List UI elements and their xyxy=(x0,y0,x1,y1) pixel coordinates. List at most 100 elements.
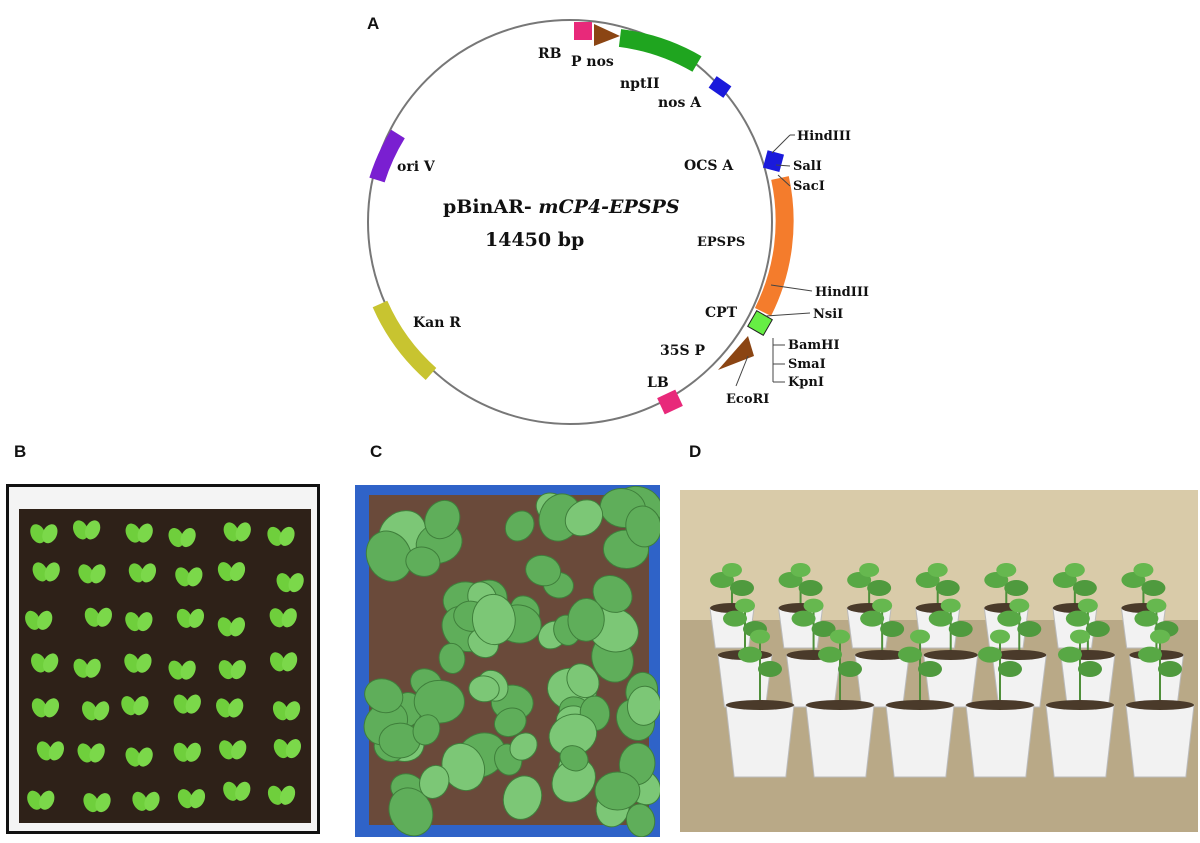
leaf xyxy=(625,803,656,837)
blue-tray-photo xyxy=(355,485,660,837)
seedling xyxy=(168,528,196,548)
leaf xyxy=(365,530,413,582)
seedling xyxy=(223,781,251,801)
leaf xyxy=(594,771,641,811)
nptii-segment xyxy=(618,29,702,72)
seedling xyxy=(125,523,153,543)
potted-plant xyxy=(885,629,955,778)
leaf xyxy=(412,714,441,746)
nsii-label: NsiI xyxy=(813,307,843,322)
seedling xyxy=(27,790,55,810)
cpt-label: CPT xyxy=(705,305,738,321)
seedling xyxy=(173,694,201,714)
seedling xyxy=(176,608,205,628)
leaf xyxy=(405,546,441,577)
nptii-label: nptII xyxy=(620,76,660,92)
seedling xyxy=(168,660,196,680)
leaf xyxy=(564,499,604,537)
seedling xyxy=(125,612,153,632)
panel-label-a: A xyxy=(367,14,380,33)
leaf xyxy=(567,598,605,642)
seedlings-b-illustration xyxy=(9,487,317,831)
seedling xyxy=(219,740,247,760)
seedling xyxy=(267,526,295,546)
seedling xyxy=(175,567,203,587)
leaf xyxy=(438,642,466,674)
leaf xyxy=(364,678,404,714)
leaf xyxy=(559,745,589,772)
leaf xyxy=(388,787,434,837)
potted-plant xyxy=(1128,598,1184,708)
plasmid-size: 14450 bp xyxy=(485,229,584,251)
nos-a-box xyxy=(708,76,732,98)
seedling xyxy=(269,652,298,672)
kan-r-segment xyxy=(372,300,437,380)
leaf xyxy=(509,732,538,761)
potted-plant xyxy=(786,598,842,708)
leaf xyxy=(551,758,596,803)
seedling xyxy=(31,653,59,673)
seedling xyxy=(218,660,246,680)
lb-box xyxy=(657,389,683,415)
rb-box xyxy=(574,22,592,40)
ecori-label: EcoRI xyxy=(726,392,769,407)
potted-plant xyxy=(1045,629,1115,778)
ocs-a-label: OCS A xyxy=(684,158,734,174)
rb-label: RB xyxy=(538,46,562,62)
seedling xyxy=(32,562,60,582)
potted-plant xyxy=(965,629,1035,778)
seedling xyxy=(77,743,105,763)
seedling xyxy=(83,793,111,813)
lb-label: LB xyxy=(647,375,669,391)
seedling xyxy=(177,789,206,809)
seedling xyxy=(216,698,244,718)
p-nos-arrow xyxy=(594,24,620,46)
seedling xyxy=(269,608,297,628)
panel-label-c: C xyxy=(370,442,383,461)
seedling xyxy=(121,696,149,716)
hindiii-top-label: HindIII xyxy=(797,129,851,144)
ori-v-label: ori V xyxy=(397,159,436,175)
panel-label-b: B xyxy=(14,442,27,461)
seedling xyxy=(125,747,153,767)
seedling xyxy=(217,562,246,582)
seedling xyxy=(36,741,64,761)
p-nos-label: P nos xyxy=(571,54,614,70)
seedling xyxy=(217,617,246,637)
cpt-box xyxy=(747,310,773,336)
kan-r-label: Kan R xyxy=(413,315,461,331)
potted-plant xyxy=(1125,629,1195,778)
sali-label: SalI xyxy=(793,159,822,174)
epsps-segment xyxy=(754,176,794,317)
seedling xyxy=(132,791,160,811)
seedling xyxy=(272,701,301,721)
seedling xyxy=(30,524,58,544)
plasmid-name: pBinAR- mCP4-EPSPS xyxy=(443,196,680,218)
seedling xyxy=(31,698,60,718)
plasmid-backbone xyxy=(367,19,773,425)
ocs-a-box xyxy=(762,150,785,173)
nos-a-label: nos A xyxy=(658,95,702,111)
smai-label: SmaI xyxy=(788,357,826,372)
plasmid-map: pBinAR- mCP4-EPSPS 14450 bp RB P nos npt… xyxy=(367,19,869,425)
leaf xyxy=(566,663,600,699)
ori-v-segment xyxy=(369,129,405,183)
leaf xyxy=(419,764,450,799)
leaf xyxy=(424,499,461,540)
seedling xyxy=(72,520,101,540)
potted-plant xyxy=(991,598,1047,708)
seedling xyxy=(276,573,304,593)
seedling xyxy=(223,522,251,542)
seedlings-c-illustration xyxy=(355,485,660,837)
bamhi-label: BamHI xyxy=(788,338,840,353)
p35s-label: 35S P xyxy=(660,343,705,359)
potted-plant xyxy=(805,629,875,778)
potted-plant xyxy=(846,563,892,649)
p35s-arrow xyxy=(718,336,754,370)
kpni-label: KpnI xyxy=(788,375,824,390)
seedling xyxy=(25,610,53,630)
seedling xyxy=(173,742,201,762)
potted-plants-illustration xyxy=(680,490,1198,832)
seedling xyxy=(273,739,302,759)
site-leaders xyxy=(735,134,813,387)
